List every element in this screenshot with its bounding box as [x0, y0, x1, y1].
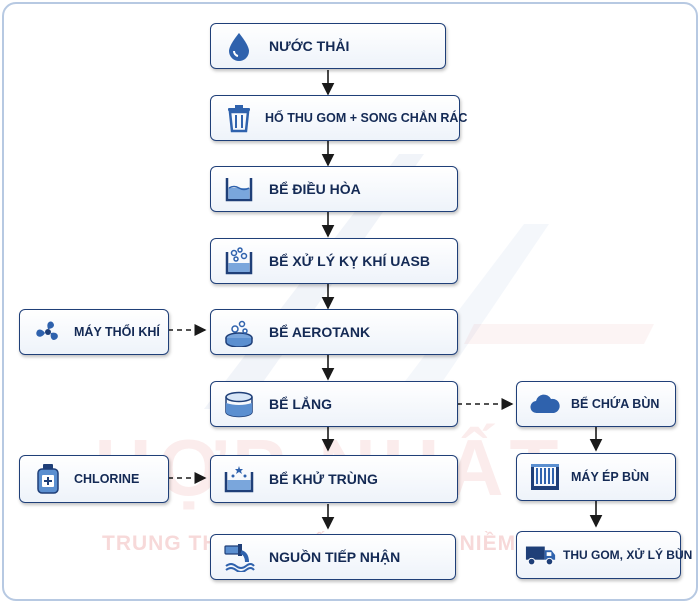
- node-label: NƯỚC THẢI: [269, 38, 350, 54]
- node-ho-thu-gom: HỐ THU GOM + SONG CHẮN RÁC: [210, 95, 467, 141]
- node-label: BỂ AEROTANK: [269, 324, 371, 340]
- node-label: MÁY THỔI KHÍ: [74, 325, 160, 339]
- truck-icon: [525, 539, 557, 571]
- disinfection-tank-icon: [223, 463, 255, 495]
- cloud-icon: [529, 388, 561, 420]
- settling-tank-icon: [223, 388, 255, 420]
- bubbles-tank-icon: [223, 245, 255, 277]
- node-label: BỂ LẮNG: [269, 396, 332, 412]
- aeration-tank-icon: [223, 316, 255, 348]
- press-icon: [529, 461, 561, 493]
- node-be-uasb: BỂ XỬ LÝ KỴ KHÍ UASB: [210, 238, 458, 284]
- node-label: HỐ THU GOM + SONG CHẮN RÁC: [265, 111, 468, 125]
- node-label: BỂ CHỨA BÙN: [571, 397, 660, 411]
- node-be-chua-bun: BỂ CHỨA BÙN: [516, 381, 676, 427]
- node-be-aerotank: BỂ AEROTANK: [210, 309, 458, 355]
- discharge-pipe-icon: [223, 541, 255, 573]
- fan-icon: [32, 316, 64, 348]
- node-be-lang: BỂ LẮNG: [210, 381, 458, 427]
- node-label: BỂ KHỬ TRÙNG: [269, 471, 378, 487]
- node-label: THU GOM, XỬ LÝ BÙN: [563, 548, 693, 562]
- node-may-ep-bun: MÁY ÉP BÙN: [516, 453, 676, 501]
- node-thu-gom-bun: THU GOM, XỬ LÝ BÙN: [516, 531, 692, 579]
- node-nuoc-thai: NƯỚC THẢI: [210, 23, 446, 69]
- node-chlorine: CHLORINE: [19, 455, 169, 503]
- chemical-bottle-icon: [32, 463, 64, 495]
- node-label: CHLORINE: [74, 472, 140, 486]
- node-label: NGUỒN TIẾP NHẬN: [269, 549, 401, 565]
- node-label: MÁY ÉP BÙN: [571, 470, 650, 484]
- water-drop-icon: [223, 30, 255, 62]
- connectors: [168, 70, 603, 530]
- tank-icon: [223, 173, 255, 205]
- node-nguon-tiep-nhan: NGUỒN TIẾP NHẬN: [210, 534, 456, 580]
- node-label: BỂ XỬ LÝ KỴ KHÍ UASB: [269, 253, 430, 269]
- node-may-thoi-khi: MÁY THỔI KHÍ: [19, 309, 169, 355]
- node-be-khu-trung: BỂ KHỬ TRÙNG: [210, 455, 458, 503]
- node-be-dieu-hoa: BỂ ĐIỀU HÒA: [210, 166, 458, 212]
- node-label: BỂ ĐIỀU HÒA: [269, 181, 361, 197]
- trash-bin-icon: [223, 102, 255, 134]
